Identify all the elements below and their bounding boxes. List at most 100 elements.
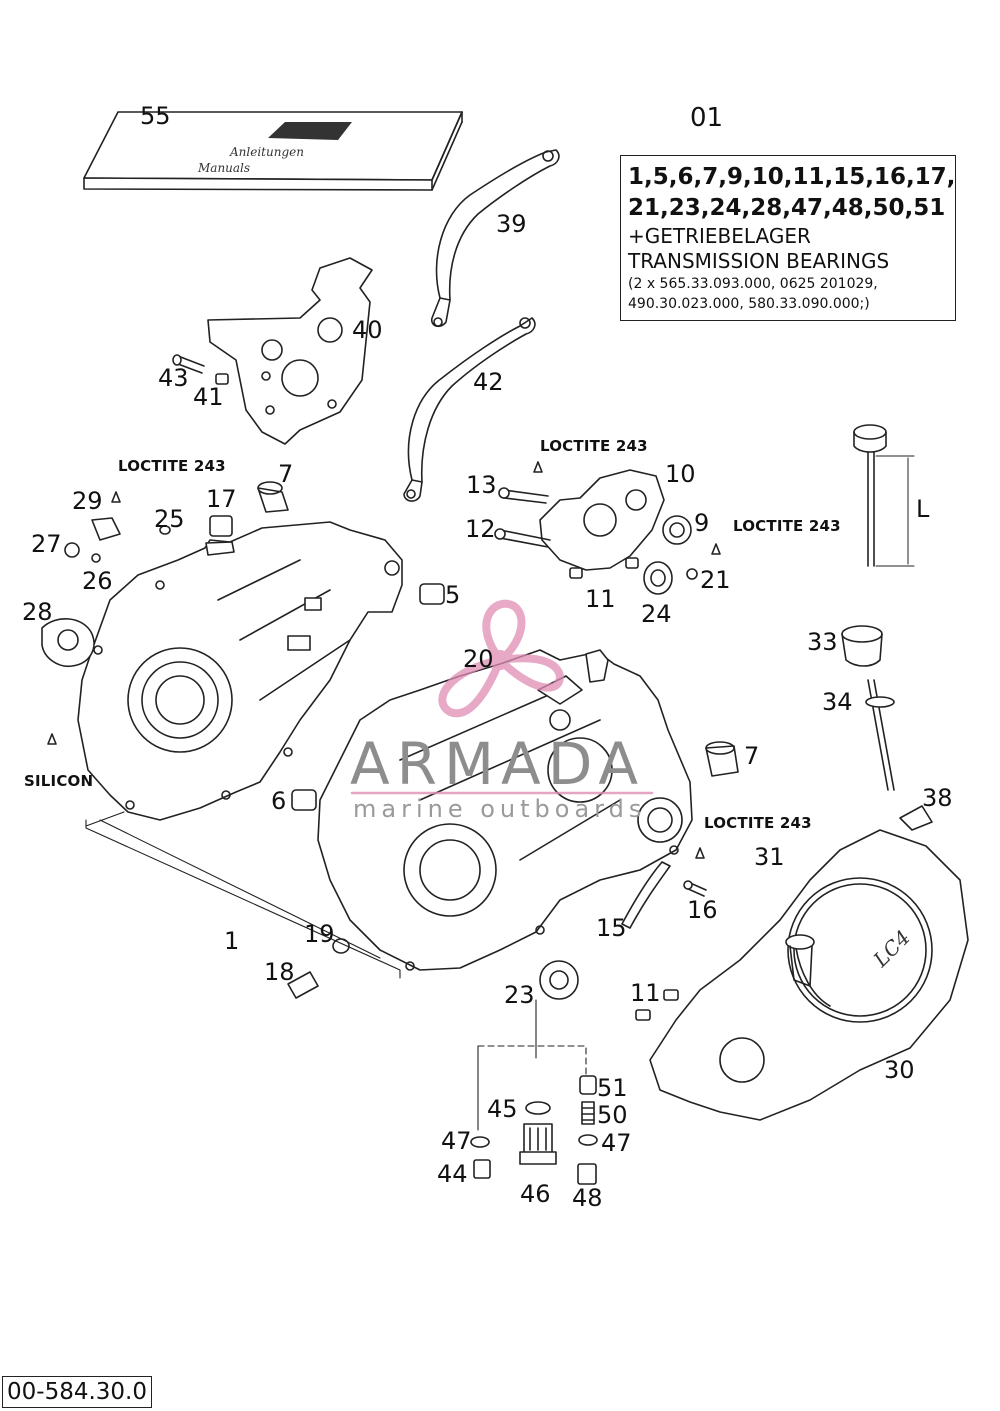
plug-27	[64, 542, 80, 558]
diagram-code: 00-584.30.0	[2, 1376, 152, 1408]
kit-line-2: 21,23,24,28,47,48,50,51	[628, 195, 946, 221]
callout-46: 46	[520, 1180, 551, 1208]
screw-43	[172, 354, 205, 374]
callout-48: 48	[572, 1184, 603, 1212]
clutch-cover-30: LC4	[649, 829, 969, 1121]
bearing-23	[539, 960, 579, 1000]
callout-17: 17	[206, 485, 237, 513]
callout-11-lower: 11	[630, 979, 661, 1007]
plug-48	[577, 1163, 597, 1185]
callout-47-right: 47	[601, 1129, 632, 1157]
callout-1: 1	[224, 927, 240, 955]
ring-26	[91, 553, 101, 563]
manual-cover-line1: Anleitungen	[229, 145, 304, 159]
watermark-name: ARMADA	[350, 730, 646, 798]
watermark-propeller-icon	[438, 599, 564, 718]
note-loctite-plate: LOCTITE 243	[540, 437, 648, 455]
loctite-droplet-icons	[47, 461, 721, 859]
callout-16: 16	[687, 896, 718, 924]
callout-18: 18	[264, 958, 295, 986]
callout-31: 31	[754, 843, 785, 871]
callout-19: 19	[304, 920, 335, 948]
callout-27: 27	[31, 530, 62, 558]
chain-guide-42	[403, 317, 536, 502]
kit-number: 01	[690, 103, 724, 133]
bearing-retainer-40	[207, 257, 373, 445]
callout-7-upper: 7	[278, 460, 294, 488]
o-ring-34	[865, 696, 895, 708]
kit-line-6: 490.30.023.000, 580.33.090.000;)	[628, 296, 870, 312]
note-loctite-cover: LOCTITE 243	[704, 814, 812, 832]
washer-47b	[578, 1134, 598, 1146]
screw-12	[494, 528, 551, 548]
callout-12: 12	[465, 515, 496, 543]
callout-55: 55	[140, 102, 171, 130]
spring-50	[581, 1101, 595, 1125]
callout-9: 9	[694, 509, 710, 537]
callout-29: 29	[72, 487, 103, 515]
callout-25: 25	[154, 505, 185, 533]
kit-line-1: 1,5,6,7,9,10,11,15,16,17,	[628, 164, 956, 190]
bearing-9	[662, 515, 692, 545]
callout-5: 5	[445, 581, 461, 609]
callout-20: 20	[463, 645, 494, 673]
manual-cover-line2: Manuals	[197, 161, 250, 175]
dowels-11b	[635, 989, 679, 1021]
screw-16	[683, 880, 707, 897]
washer-47a	[470, 1136, 490, 1148]
assembly-brackets	[85, 811, 587, 1131]
bushing-17	[209, 515, 233, 537]
bushing-7b	[705, 741, 739, 777]
callout-45: 45	[487, 1095, 518, 1123]
callout-28: 28	[22, 598, 53, 626]
callout-15: 15	[596, 914, 627, 942]
kit-line-3: +GETRIEBELAGER	[628, 224, 811, 248]
watermark-tagline: marine outboards	[353, 795, 647, 823]
gasket-28	[41, 618, 95, 668]
callout-30: 30	[884, 1056, 915, 1084]
callout-10: 10	[665, 460, 696, 488]
callout-21: 21	[700, 566, 731, 594]
note-loctite-screw: LOCTITE 243	[733, 517, 841, 535]
callout-7-lower: 7	[744, 742, 760, 770]
crankcase-left	[77, 521, 403, 821]
plug-29	[91, 517, 121, 541]
plug-44	[473, 1159, 491, 1179]
dowel-41	[215, 373, 229, 385]
dowel-6	[291, 789, 317, 811]
seal-24	[643, 561, 673, 595]
callout-26: 26	[82, 567, 113, 595]
callout-13: 13	[466, 471, 497, 499]
callout-40: 40	[352, 316, 383, 344]
callout-6: 6	[271, 787, 287, 815]
screw-21	[686, 568, 698, 580]
kit-line-4: TRANSMISSION BEARINGS	[628, 249, 890, 273]
callout-11-upper: 11	[585, 585, 616, 613]
callout-51: 51	[597, 1074, 628, 1102]
callout-50: 50	[597, 1101, 628, 1129]
callout-23: 23	[504, 981, 535, 1009]
plug-18	[287, 971, 319, 999]
dimension-l-label: L	[916, 495, 930, 523]
callout-38: 38	[922, 784, 953, 812]
ring-25	[159, 525, 171, 535]
dowels-11a	[569, 557, 639, 579]
screw-13	[498, 487, 549, 504]
kit-contents-box: 1,5,6,7,9,10,11,15,16,17, 21,23,24,28,47…	[620, 155, 956, 321]
callout-41: 41	[193, 383, 224, 411]
guide-15	[621, 861, 671, 929]
bushing-7a	[257, 481, 289, 513]
clip-38	[899, 805, 933, 831]
chain-guide-39	[430, 149, 560, 328]
callout-43: 43	[158, 364, 189, 392]
note-loctite-left: LOCTITE 243	[118, 457, 226, 475]
callout-42: 42	[473, 368, 504, 396]
callout-34: 34	[822, 688, 853, 716]
kit-line-5: (2 x 565.33.093.000, 0625 201029,	[628, 276, 878, 292]
o-ring-45	[525, 1101, 551, 1115]
note-silicon: SILICON	[24, 772, 94, 790]
callout-24: 24	[641, 600, 672, 628]
screen-46	[519, 1123, 557, 1165]
dowel-5	[419, 583, 445, 605]
